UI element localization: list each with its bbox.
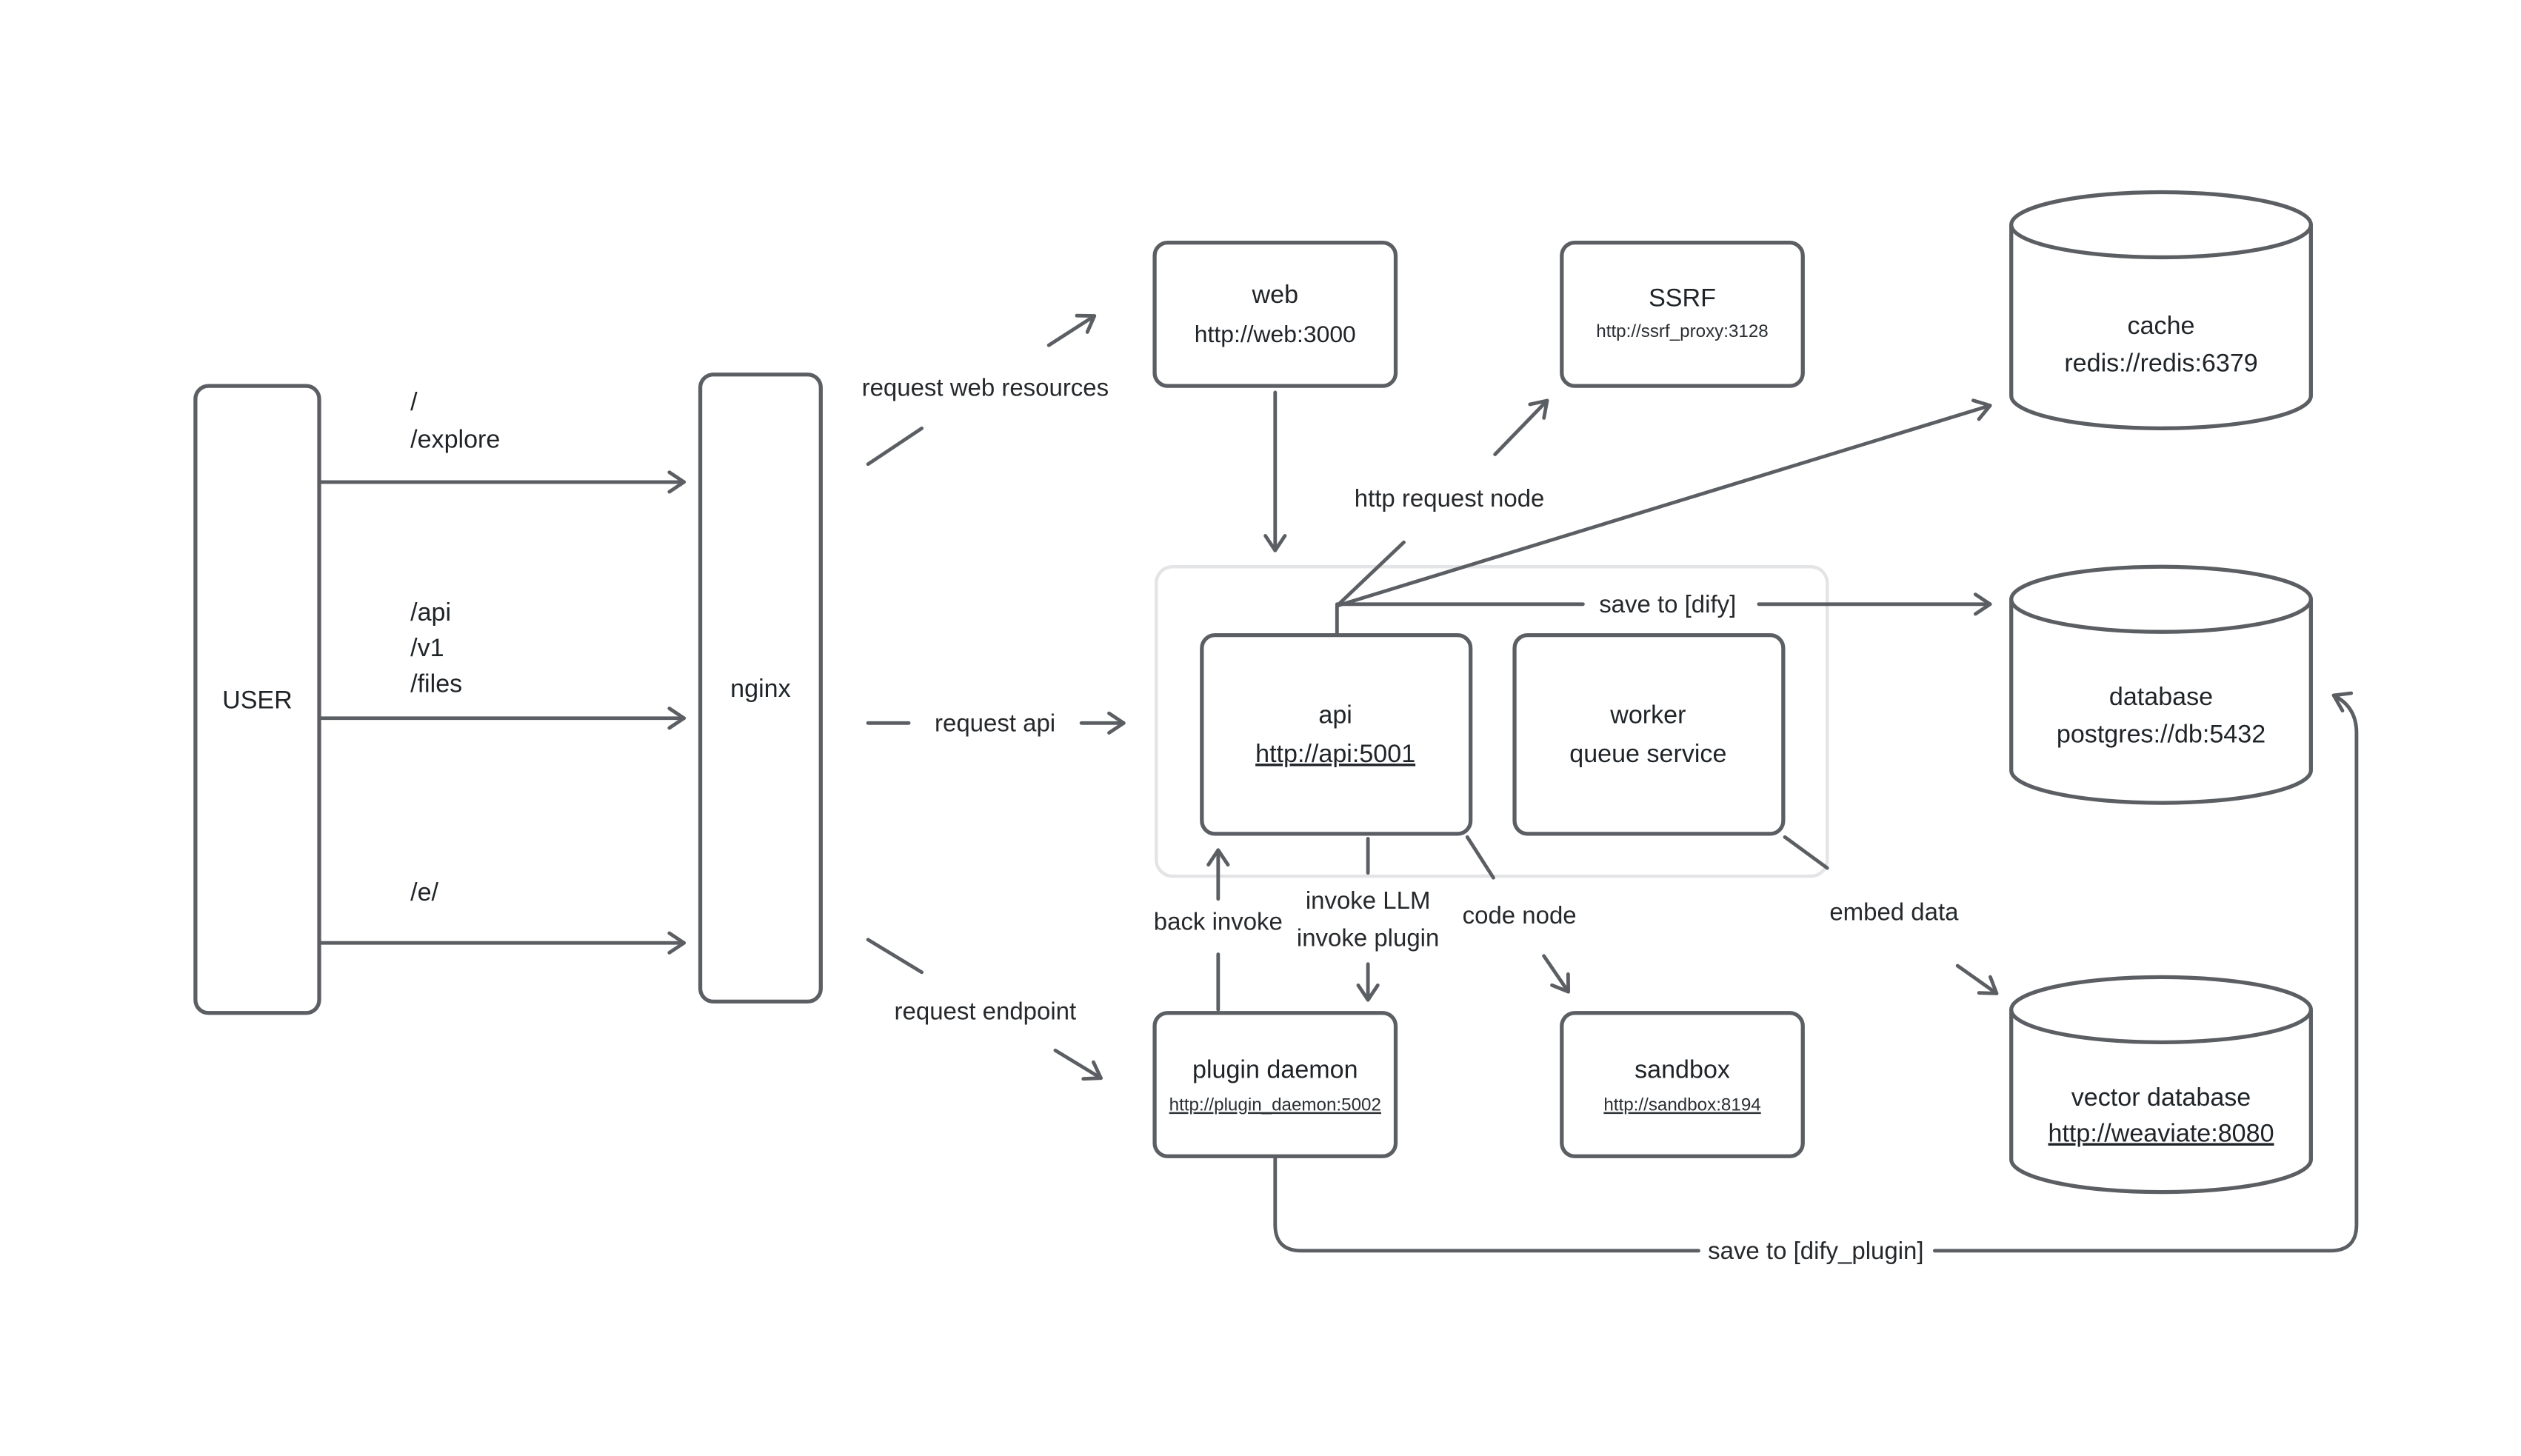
cache-label: cache — [2128, 312, 2195, 340]
api-url: http://api:5001 — [1255, 740, 1415, 768]
web-label: web — [1252, 281, 1299, 309]
edge-line-api-sandbox-1 — [1465, 835, 1495, 880]
worker-label: worker — [1609, 701, 1686, 729]
edge-label-files-path: /files — [410, 670, 462, 698]
nginx-node: nginx — [698, 373, 823, 1004]
ssrf-label: SSRF — [1649, 284, 1716, 312]
edge-line-nginx-web-1 — [866, 426, 924, 467]
api-label: api — [1318, 701, 1352, 729]
user-label: USER — [222, 687, 293, 715]
edge-label-code-node: code node — [1463, 901, 1577, 929]
edge-nginx-plugin: request endpoint — [866, 938, 1103, 1081]
edge-api-sandbox: code node — [1463, 835, 1577, 994]
edge-line-api-ssrf-2 — [1493, 398, 1549, 456]
cache-cylinder-body — [2009, 224, 2313, 430]
nginx-box — [698, 373, 823, 1004]
vector-database-label: vector database — [2071, 1083, 2251, 1112]
ssrf-url: http://ssrf_proxy:3128 — [1596, 321, 1768, 341]
edge-worker-vector: embed data — [1783, 835, 1999, 995]
edge-plugin-api: back invoke — [1154, 848, 1283, 1012]
user-node: USER — [193, 384, 321, 1015]
cache-cylinder-top — [2009, 190, 2313, 260]
edge-line-nginx-plugin-1 — [866, 938, 924, 975]
edge-line-plugin-database-2 — [1932, 691, 2359, 1253]
ssrf-node: SSRF http://ssrf_proxy:3128 — [1560, 241, 1805, 388]
edge-label-v1-path: /v1 — [410, 634, 444, 662]
edge-label-explore-path: /explore — [410, 426, 500, 454]
edge-label-save-to-dify: save to [dify] — [1599, 590, 1736, 618]
edge-nginx-web: request web resources — [862, 313, 1109, 467]
edge-line-api-cache — [1335, 398, 1992, 608]
edge-api-ssrf: http request node — [1335, 398, 1549, 608]
edge-user-nginx-root: / /explore — [317, 388, 686, 494]
database-url: postgres://db:5432 — [2057, 721, 2265, 749]
plugin-daemon-label: plugin daemon — [1192, 1056, 1358, 1084]
edge-label-api-path: /api — [410, 598, 451, 627]
cache-node: cache redis://redis:6379 — [2009, 190, 2313, 430]
web-url: http://web:3000 — [1195, 321, 1356, 347]
vector-database-cylinder-body — [2009, 1009, 2313, 1195]
edge-line-plugin-database-1 — [1273, 1154, 1700, 1253]
edge-api-database: save to [dify] — [1335, 590, 1992, 618]
user-box — [193, 384, 321, 1015]
web-node: web http://web:3000 — [1152, 241, 1398, 388]
edge-label-back-invoke: back invoke — [1154, 908, 1283, 935]
edge-line-worker-vector-1 — [1783, 835, 1829, 870]
vector-database-url: http://weaviate:8080 — [2048, 1119, 2274, 1147]
cache-url: redis://redis:6379 — [2064, 349, 2257, 377]
worker-sublabel: queue service — [1569, 740, 1726, 768]
database-label: database — [2109, 683, 2213, 711]
edge-label-embed-data: embed data — [1829, 898, 1959, 925]
plugin-daemon-url: http://plugin_daemon:5002 — [1169, 1095, 1381, 1115]
api-box — [1200, 632, 1473, 836]
sandbox-label: sandbox — [1635, 1056, 1730, 1084]
edge-plugin-database: save to [dify_plugin] — [1273, 691, 2359, 1264]
edge-label-request-api: request api — [935, 709, 1055, 736]
edge-line-nginx-plugin-2 — [1053, 1048, 1103, 1081]
edge-label-root-path: / — [410, 388, 418, 416]
database-cylinder-top — [2009, 564, 2313, 634]
edge-line-api-ssrf-1 — [1335, 540, 1406, 608]
api-node: api http://api:5001 — [1200, 632, 1473, 836]
sandbox-box — [1560, 1011, 1805, 1158]
nginx-label: nginx — [730, 675, 790, 703]
worker-box — [1512, 632, 1786, 836]
edge-label-invoke-llm: invoke LLM — [1306, 886, 1431, 914]
edge-nginx-api: request api — [866, 709, 1126, 736]
ssrf-box — [1560, 241, 1805, 388]
vector-database-cylinder-top — [2009, 975, 2313, 1044]
vector-database-node: vector database http://weaviate:8080 — [2009, 975, 2313, 1195]
web-box — [1152, 241, 1398, 388]
edge-label-request-endpoint: request endpoint — [895, 998, 1077, 1025]
edge-label-http-request-node: http request node — [1355, 484, 1545, 512]
edge-label-save-to-dify-plugin: save to [dify_plugin] — [1708, 1237, 1923, 1264]
edge-line-worker-vector-2 — [1955, 964, 1999, 995]
edge-user-nginx-e: /e/ — [317, 878, 686, 955]
edge-line-nginx-web-2 — [1046, 313, 1097, 347]
plugin-daemon-node: plugin daemon http://plugin_daemon:5002 — [1152, 1011, 1398, 1158]
edge-label-e-path: /e/ — [410, 878, 438, 906]
database-cylinder-body — [2009, 599, 2313, 805]
edge-line-api-sandbox-2 — [1542, 954, 1571, 994]
worker-node: worker queue service — [1512, 632, 1786, 836]
sandbox-url: http://sandbox:8194 — [1603, 1095, 1760, 1115]
edge-label-request-web-resources: request web resources — [862, 373, 1109, 401]
edge-label-invoke-plugin: invoke plugin — [1297, 924, 1439, 952]
plugin-daemon-box — [1152, 1011, 1398, 1158]
sandbox-node: sandbox http://sandbox:8194 — [1560, 1011, 1805, 1158]
edge-user-nginx-api: /api /v1 /files — [317, 598, 686, 730]
database-node: database postgres://db:5432 — [2009, 564, 2313, 805]
edge-api-plugin: invoke LLM invoke plugin — [1297, 837, 1439, 1002]
